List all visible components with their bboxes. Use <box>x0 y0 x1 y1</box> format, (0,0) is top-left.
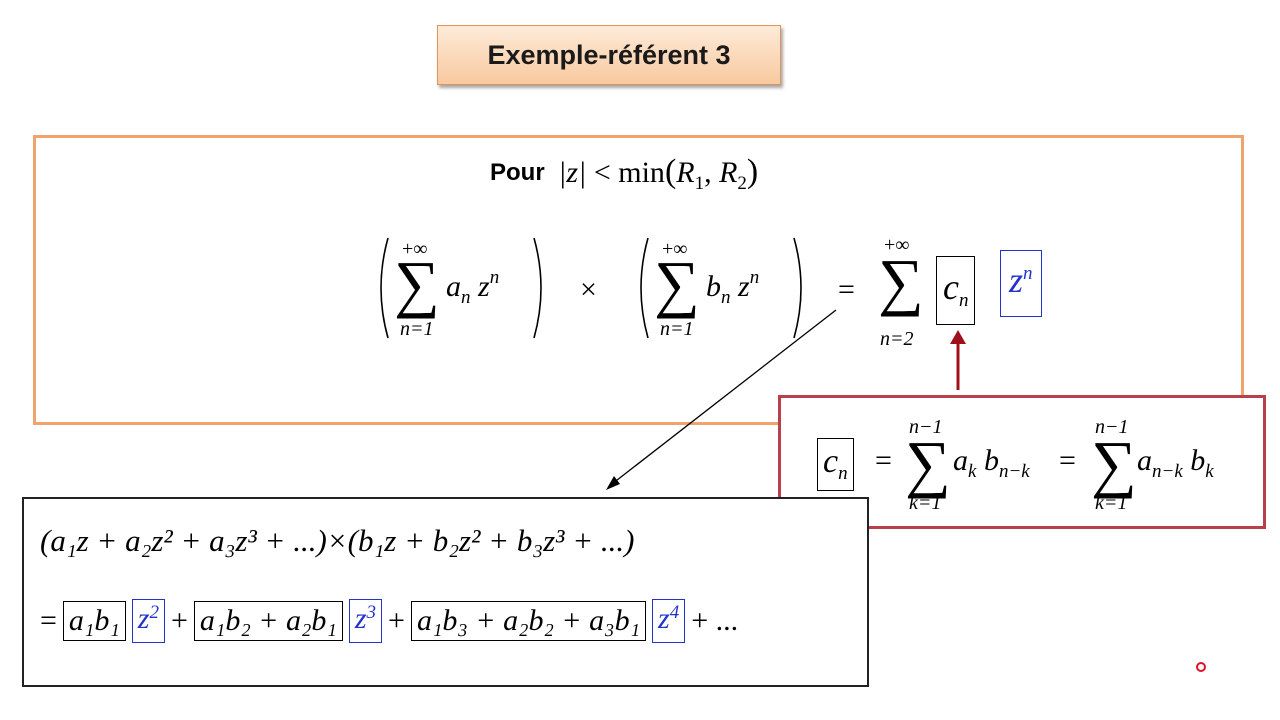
series-a-factor: +∞ ∑ n=1 an zn <box>372 232 550 344</box>
coef-box-2: a₁b₂ + a₂b₁ <box>193 601 343 641</box>
cn-eq-1: = <box>875 444 892 477</box>
sigma-a-icon: ∑ <box>394 248 440 319</box>
cn-term2: an−k bk <box>1137 444 1214 482</box>
term-an-zn: an zn <box>446 267 500 308</box>
sum-c-upper: +∞ <box>884 234 910 256</box>
r2-sub: 2 <box>737 173 747 194</box>
series-c-result: +∞ ∑ n=2 cn zn <box>872 232 1072 352</box>
pointer-dot-icon <box>1196 662 1206 672</box>
cn-coefficient-box: cn <box>936 256 976 325</box>
power-box-z3: z3 <box>348 599 383 643</box>
sum-a-lower: n=1 <box>400 318 434 340</box>
lt-sign: < <box>593 156 611 189</box>
cn-sum1-lower: k=1 <box>909 492 942 514</box>
comma: , <box>704 156 712 189</box>
ellipsis-tail: + ... <box>691 604 739 637</box>
series-b-factor: +∞ ∑ n=1 bn zn <box>632 232 810 344</box>
cn-sum2-upper: n−1 <box>1095 416 1129 438</box>
sum-a-upper: +∞ <box>402 238 428 260</box>
r1-sub: 1 <box>694 173 705 194</box>
r1: R <box>676 156 695 189</box>
zn-power-box: zn <box>1000 250 1042 317</box>
parens-a <box>380 237 542 339</box>
red-arrow-up-icon <box>950 330 966 390</box>
cn-sigma2-icon: ∑ <box>1091 428 1137 499</box>
parens-b <box>640 237 802 339</box>
sum-c-lower: n=2 <box>880 328 914 350</box>
times-sign: × <box>580 273 597 306</box>
power-box-z4: z4 <box>652 599 686 643</box>
exp-eq: = <box>40 604 57 637</box>
sum-b-lower: n=1 <box>660 318 694 340</box>
main-theorem-box <box>33 135 1244 425</box>
diagonal-arrow-icon <box>606 309 837 490</box>
cn-sum1-upper: n−1 <box>909 416 943 438</box>
coef-box-1: a₁b₁ <box>62 601 126 641</box>
title-text: Exemple-référent 3 <box>487 39 731 70</box>
cn-formula-boxed: cn <box>817 438 854 491</box>
coef-box-3: a₁b₃ + a₂b₂ + a₃b₁ <box>410 601 647 641</box>
cn-sigma1-icon: ∑ <box>905 428 951 499</box>
expansion-line-1: (a₁z + a₂z² + a₃z³ + ...)×(b₁z + b₂z² + … <box>40 523 635 558</box>
sum-b-upper: +∞ <box>662 238 688 260</box>
abs-z: |z| <box>558 156 587 189</box>
cn-sum2-lower: k=1 <box>1095 492 1128 514</box>
expansion-box: (a₁z + a₂z² + a₃z³ + ...)×(b₁z + b₂z² + … <box>22 497 869 687</box>
r2: R <box>719 156 738 189</box>
term-bn-zn: bn zn <box>706 267 760 308</box>
sigma-c-icon: ∑ <box>878 246 924 317</box>
plus-2: + <box>388 604 405 637</box>
expansion-line-2: = a₁b₁ z2 + a₁b₂ + a₂b₁ z3 + a₁b₃ + a₂b₂… <box>40 599 738 643</box>
power-box-z2: z2 <box>131 599 165 643</box>
cn-eq-2: = <box>1059 444 1076 477</box>
pour-label: Pour <box>490 159 545 186</box>
min-func: min <box>618 156 665 189</box>
title-banner: Exemple-référent 3 <box>437 25 781 85</box>
cn-term1: ak bn−k <box>953 444 1030 482</box>
equals-sign: = <box>838 273 855 306</box>
sigma-b-icon: ∑ <box>654 248 700 319</box>
condition-line: Pour |z| < min(R1, R2) <box>490 153 759 194</box>
plus-1: + <box>170 604 188 637</box>
